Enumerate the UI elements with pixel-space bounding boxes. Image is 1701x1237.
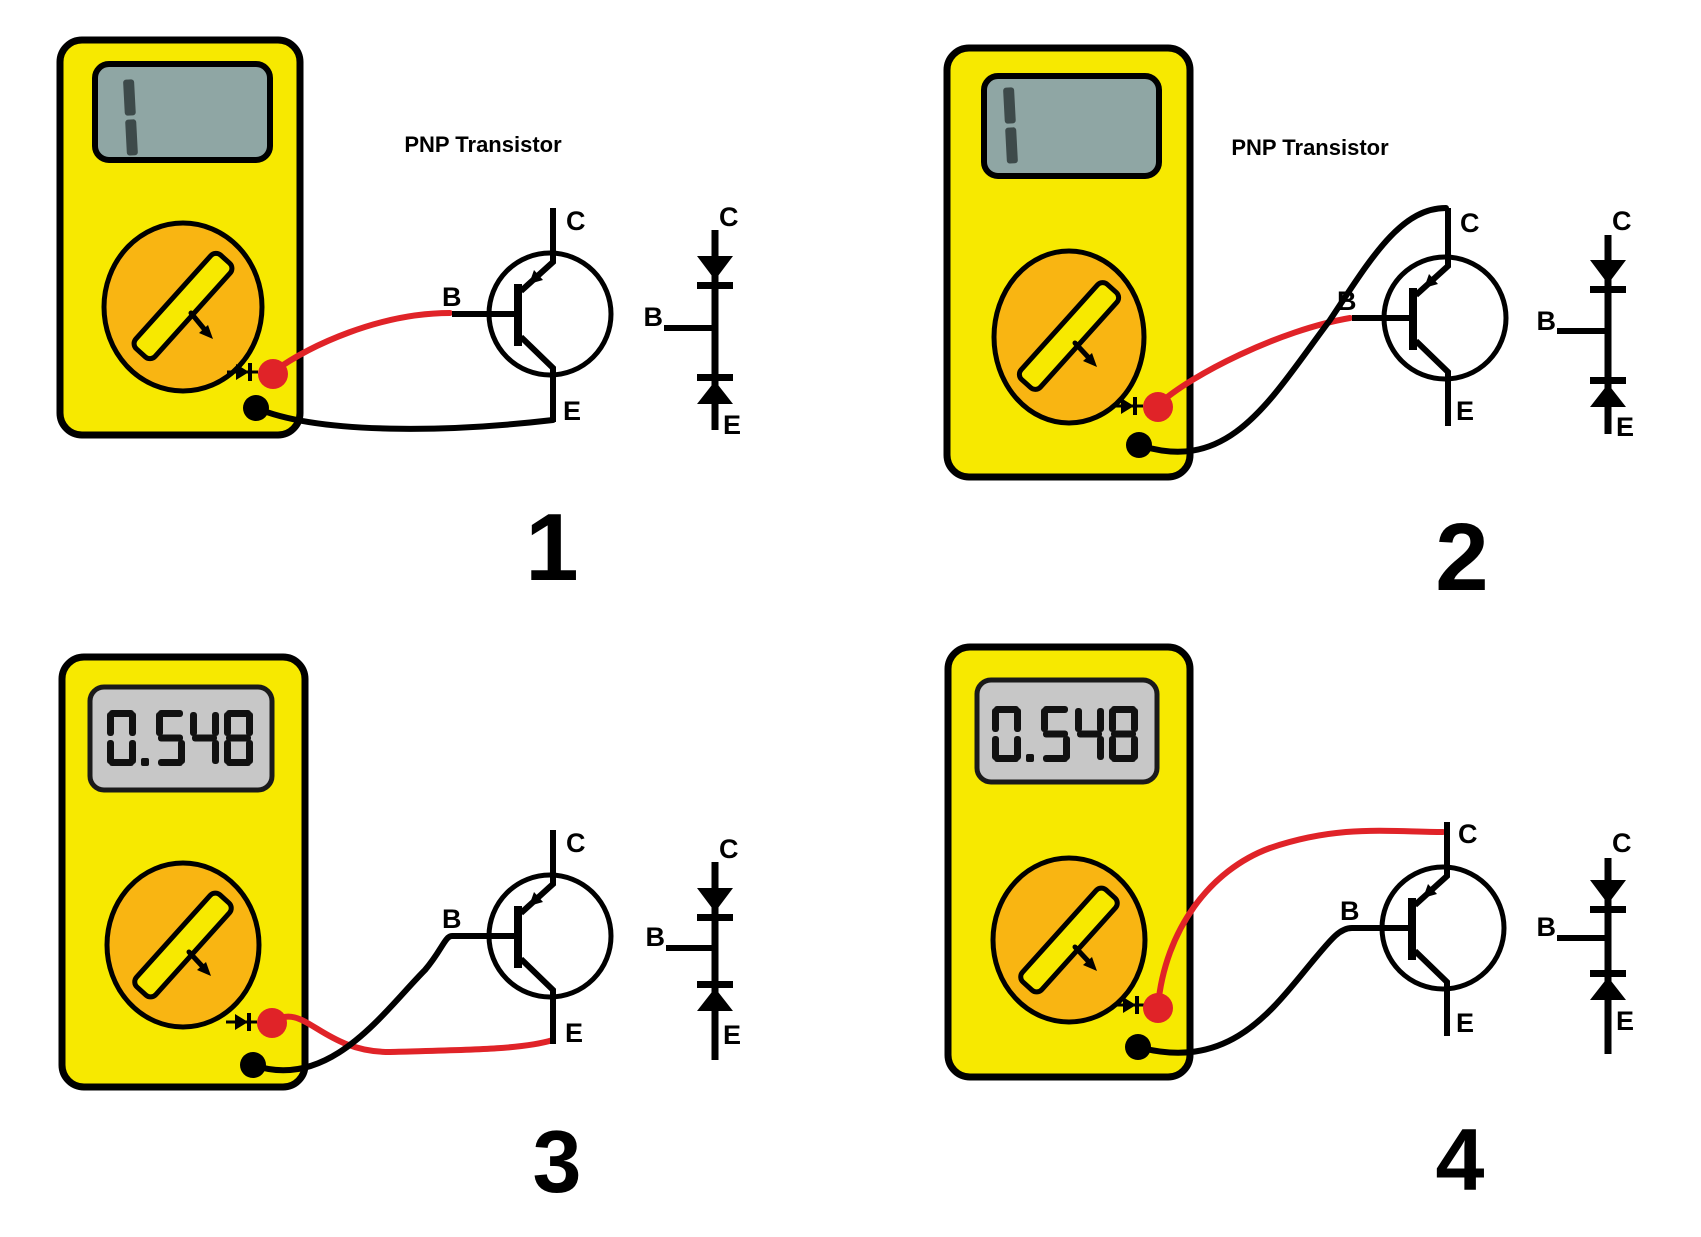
diode-test-icon [1112,397,1143,415]
black-probe-jack [1126,432,1152,458]
diode-e-label: E [1616,1006,1634,1036]
panel-number: 3 [533,1112,582,1211]
transistor-symbol: B C E [442,828,614,1048]
pin-c-label: C [566,828,586,858]
black-probe-wire [1135,925,1355,1056]
pin-b-label: B [1340,896,1360,926]
diode-test-icon [227,363,258,381]
diode-e-label: E [723,410,741,440]
black-probe-wire [1136,205,1449,455]
selector-arrow-icon [186,949,211,976]
diode-equivalent: C B E [644,202,742,440]
pin-e-label: E [565,1018,583,1048]
lcd-display [981,73,1162,179]
panel-1: PNP Transistor B C E C B E 1 [56,36,742,601]
emitter-lead [518,956,556,1044]
black-probe-jack [1125,1034,1151,1060]
panel-3: B C E C B E 3 [58,653,741,1211]
lcd-value [992,706,1138,762]
diode-equivalent: C B E [1537,828,1634,1054]
pnp-arrow-icon [529,892,543,906]
lcd-value-overload [1003,87,1018,164]
cb-diode-icon [697,256,733,280]
diode-b-label: B [1537,306,1557,336]
pin-e-label: E [563,396,581,426]
red-probe-jack [1143,993,1173,1023]
lcd-value [107,710,253,766]
pin-e-label: E [1456,396,1474,426]
emitter-lead [518,334,556,422]
transistor-symbol: B C E [1337,208,1509,426]
diode-c-label: C [1612,206,1632,236]
selector-arrow-icon [1072,340,1097,367]
diode-c-label: C [719,834,739,864]
panel-2: PNP Transistor B C E C B E 2 [943,44,1635,611]
diode-e-label: E [1616,412,1634,442]
eb-diode-icon [1590,384,1626,407]
pnp-arrow-icon [529,270,543,284]
lcd-value-overload [123,79,138,156]
red-probe-wire [269,1013,556,1056]
emitter-lead [1413,338,1451,426]
panel-number: 4 [1436,1110,1485,1209]
pin-c-label: C [1458,819,1478,849]
pin-e-label: E [1456,1008,1474,1038]
base-bar [1409,288,1417,350]
diode-b-label: B [1537,912,1557,942]
black-probe-wire [253,405,556,432]
base-bar [1408,898,1416,960]
transistor-symbol: B C E [442,206,614,426]
pnp-arrow-icon [1423,884,1437,898]
panel-4: B C E C B E 4 [944,643,1634,1209]
panel-title: PNP Transistor [1231,135,1389,160]
emitter-lead [1412,948,1450,1036]
diode-b-label: B [646,922,666,952]
panel-number: 1 [525,494,578,601]
diode-c-label: C [719,202,739,232]
diode-equivalent: C B E [646,834,741,1060]
diode-b-label: B [644,302,664,332]
transistor-symbol: B C E [1340,819,1507,1038]
red-probe-jack [257,1008,287,1038]
base-bar [514,906,522,968]
pin-c-label: C [566,206,586,236]
lcd-display [92,61,273,163]
pin-b-label: B [442,904,462,934]
pin-c-label: C [1460,208,1480,238]
black-probe-jack [243,395,269,421]
panel-number: 2 [1435,504,1488,611]
cb-diode-icon [1590,880,1626,904]
selector-arrow-icon [188,310,213,339]
eb-diode-icon [697,381,733,404]
selector-arrow-icon [1072,944,1097,971]
diode-test-icon [1114,996,1145,1014]
cb-diode-icon [1590,260,1626,284]
pnp-arrow-icon [1424,274,1438,288]
red-probe-jack [1143,392,1173,422]
base-bar [514,284,522,346]
red-probe-jack [258,359,288,389]
pin-b-label: B [1337,286,1357,316]
diode-c-label: C [1612,828,1632,858]
pin-b-label: B [442,282,462,312]
diode-equivalent: C B E [1537,206,1635,442]
red-probe-wire [270,310,453,375]
diode-test-icon [226,1013,257,1031]
panel-title: PNP Transistor [404,132,562,157]
red-probe-wire [1155,827,1446,1009]
black-probe-wire [250,933,455,1074]
cb-diode-icon [697,888,733,912]
diode-e-label: E [723,1020,741,1050]
black-probe-jack [240,1052,266,1078]
eb-diode-icon [1590,977,1626,1000]
eb-diode-icon [697,988,733,1011]
